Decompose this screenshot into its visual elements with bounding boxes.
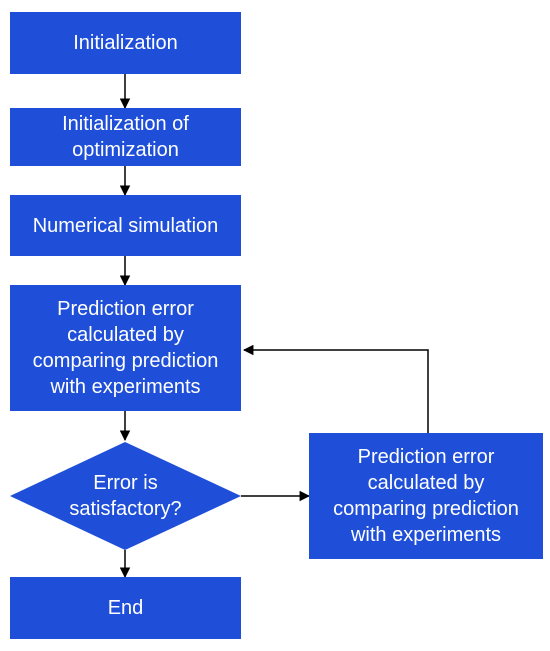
end-label: End (107, 597, 144, 619)
initialization-box: Initialization (10, 12, 241, 74)
end-box: End (10, 577, 241, 639)
decision-label: Error is satisfactory? (69, 472, 182, 520)
initialization-label: Initialization (73, 32, 178, 54)
feedback-box: Prediction error calculated by comparing… (309, 433, 543, 559)
feedback-box-label: Prediction error calculated by comparing… (333, 446, 519, 546)
numerical-simulation-label: Numerical simulation (32, 214, 219, 237)
prediction-error-box: Prediction error calculated by comparing… (10, 285, 241, 411)
init-optimization-box: Initialization of optimization (10, 108, 241, 166)
init-optimization-label: Initialization of optimization (62, 113, 189, 161)
prediction-error-label: Prediction error calculated by comparing… (32, 298, 219, 398)
arrow-feedback-loop (242, 344, 429, 433)
numerical-simulation-box: Numerical simulation (10, 195, 241, 256)
decision-diamond (10, 442, 241, 550)
